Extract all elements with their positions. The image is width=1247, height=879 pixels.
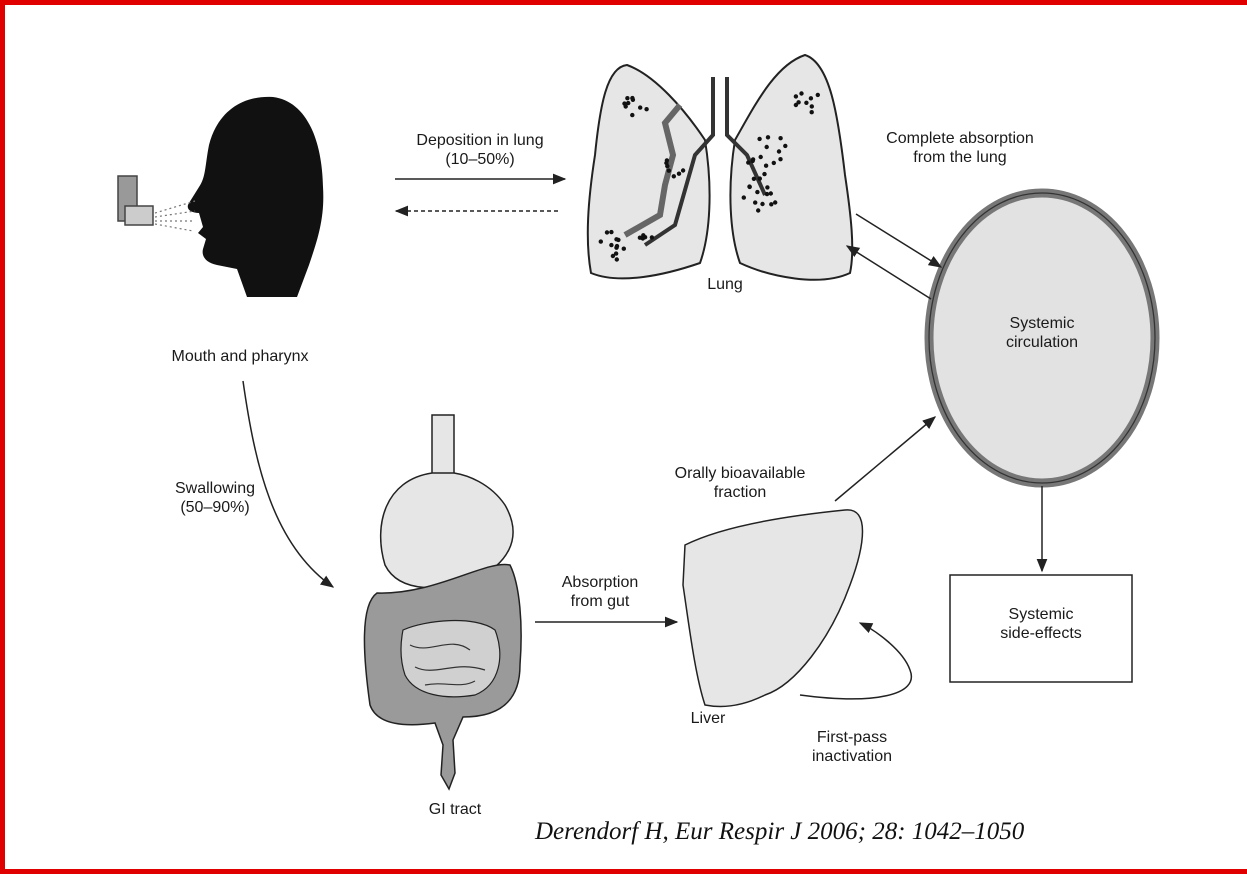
deposition-label: Deposition in lung(10–50%) (390, 131, 570, 169)
particle-dot (796, 100, 800, 104)
gi-tract-label: GI tract (415, 800, 495, 819)
particle-dot (665, 158, 669, 162)
particle-dot (615, 257, 619, 261)
particle-dot (777, 149, 781, 153)
particle-dot (622, 247, 626, 251)
particle-dot (614, 251, 618, 255)
stomach-illustration (381, 415, 513, 588)
particle-dot (677, 172, 681, 176)
particle-dot (747, 184, 751, 188)
particle-dot (638, 105, 642, 109)
particle-dot (638, 236, 642, 240)
particle-dot (794, 94, 798, 98)
particle-dot (615, 244, 619, 248)
particle-dot (766, 135, 770, 139)
particle-dot (778, 157, 782, 161)
particle-dot (752, 177, 756, 181)
inhaler-icon (118, 176, 195, 231)
mouth-pharynx-label: Mouth and pharynx (155, 347, 325, 366)
particle-dot (764, 164, 768, 168)
particle-dot (746, 160, 750, 164)
particle-dot (804, 101, 808, 105)
particle-dot (665, 164, 669, 168)
liver-to-circulation-arrow (835, 417, 935, 501)
particle-dot (765, 145, 769, 149)
particle-dot (758, 176, 762, 180)
particle-dot (609, 243, 613, 247)
particle-dot (773, 200, 777, 204)
particle-dot (605, 230, 609, 234)
circulation-to-lung-arrow (847, 246, 931, 299)
particle-dot (742, 195, 746, 199)
particle-dot (609, 230, 613, 234)
particle-dot (810, 104, 814, 108)
lung-label: Lung (695, 275, 755, 294)
particle-dot (599, 239, 603, 243)
particle-dot (630, 113, 634, 117)
particle-dot (816, 93, 820, 97)
particle-dot (772, 161, 776, 165)
particle-dot (799, 91, 803, 95)
particle-dot (809, 96, 813, 100)
particle-dot (753, 200, 757, 204)
particle-dot (650, 235, 654, 239)
particle-dot (626, 101, 630, 105)
particle-dot (625, 96, 629, 100)
particle-dot (672, 174, 676, 178)
particle-dot (760, 202, 764, 206)
liver-label: Liver (673, 709, 743, 728)
particle-dot (810, 110, 814, 114)
particle-dot (778, 136, 782, 140)
particle-dot (756, 208, 760, 212)
lungs-illustration (588, 55, 852, 280)
swallowing-label: Swallowing(50–90%) (155, 479, 275, 517)
particle-dot (769, 191, 773, 195)
citation: Derendorf H, Eur Respir J 2006; 28: 1042… (535, 818, 1024, 846)
particle-dot (765, 192, 769, 196)
particle-dot (681, 168, 685, 172)
diagram-canvas (5, 5, 1247, 879)
particle-dot (751, 157, 755, 161)
liver-illustration (683, 510, 863, 707)
particle-dot (630, 96, 634, 100)
gi-tract-illustration (364, 565, 521, 789)
particle-dot (759, 155, 763, 159)
particle-dot (765, 185, 769, 189)
head-silhouette-icon (188, 97, 324, 297)
particle-dot (757, 137, 761, 141)
particle-dot (614, 237, 618, 241)
particle-dot (769, 202, 773, 206)
particle-dot (667, 169, 671, 173)
particle-dot (783, 144, 787, 148)
particle-dot (644, 107, 648, 111)
particle-dot (762, 172, 766, 176)
particle-dot (755, 190, 759, 194)
